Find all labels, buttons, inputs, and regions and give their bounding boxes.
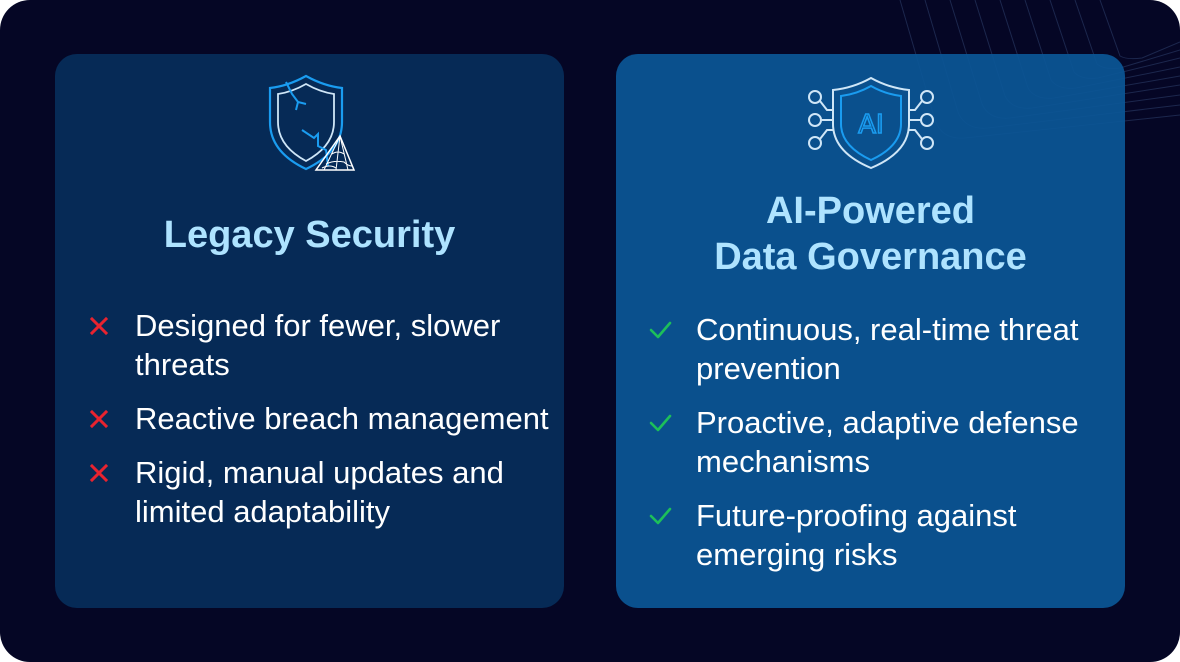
cross-icon	[89, 463, 109, 483]
ai-benefits-list: Continuous, real-time threat prevention …	[644, 310, 1115, 589]
cross-icon	[89, 409, 109, 429]
list-item: Reactive breach management	[83, 399, 554, 438]
ai-shield-circuit-icon: AI	[807, 76, 934, 170]
legacy-security-card: Legacy Security Designed for fewer, slow…	[55, 54, 564, 608]
list-item: Future-proofing against emerging risks	[644, 496, 1115, 574]
ai-governance-card: AI AI-Powered Data Governance Continuous…	[616, 54, 1125, 608]
ai-title: AI-Powered Data Governance	[714, 190, 1027, 278]
list-item: Rigid, manual updates and limited adapta…	[83, 453, 554, 531]
check-icon	[649, 507, 672, 525]
cracked-shield-cobweb-icon	[268, 74, 355, 171]
legacy-drawbacks-list: Designed for fewer, slower threats React…	[83, 306, 554, 546]
list-item: Proactive, adaptive defense mechanisms	[644, 403, 1115, 481]
svg-text:AI: AI	[858, 110, 883, 140]
check-icon	[649, 321, 672, 339]
check-icon	[649, 414, 672, 432]
list-item: Designed for fewer, slower threats	[83, 306, 554, 384]
list-item: Continuous, real-time threat prevention	[644, 310, 1115, 388]
cross-icon	[89, 316, 109, 336]
legacy-title: Legacy Security	[163, 214, 456, 256]
